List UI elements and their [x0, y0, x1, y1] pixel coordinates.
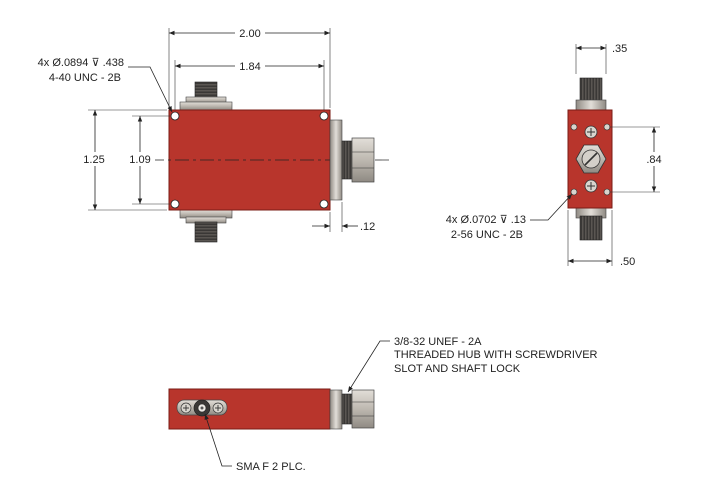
dim-width-overall: 2.00	[239, 28, 260, 40]
top-hole-note-line2: 4-40 UNC - 2B	[49, 72, 121, 84]
mount-hole	[170, 199, 180, 209]
front-view: 3/8-32 UNEF - 2A THREADED HUB WITH SCREW…	[168, 336, 598, 473]
dim-height-holes: 1.09	[129, 154, 150, 166]
hub-note-line2: THREADED HUB WITH SCREWDRIVER	[394, 349, 598, 361]
dim-side-height: .84	[646, 154, 661, 166]
sma-connector-top	[179, 81, 233, 111]
side-view: .35 .84 .50 4x Ø.0702 ⊽ .13 2-56 UNC - 2…	[446, 43, 668, 268]
sma-connector-bottom	[179, 209, 233, 243]
mount-hole	[170, 111, 180, 121]
dim-side-top: .35	[612, 43, 627, 55]
side-hole-note-line1: 4x Ø.0702 ⊽ .13	[446, 214, 526, 226]
side-hole-note-line2: 2-56 UNC - 2B	[451, 229, 523, 241]
dim-side-width: .50	[620, 256, 635, 268]
top-view: 2.00 1.84 1.25 1.09 .12 4x Ø.0894 ⊽ .438…	[38, 26, 390, 243]
dim-height-overall: 1.25	[83, 154, 104, 166]
dim-width-holes: 1.84	[239, 61, 260, 73]
mount-hole	[319, 199, 329, 209]
connector-note: SMA F 2 PLC.	[236, 461, 306, 473]
hub-note-line3: SLOT AND SHAFT LOCK	[394, 363, 521, 375]
hub-note-line1: 3/8-32 UNEF - 2A	[394, 336, 482, 348]
dim-hub-offset: .12	[360, 221, 375, 233]
mount-hole	[319, 111, 329, 121]
top-hole-note-line1: 4x Ø.0894 ⊽ .438	[38, 57, 124, 69]
threaded-hub	[329, 119, 375, 201]
